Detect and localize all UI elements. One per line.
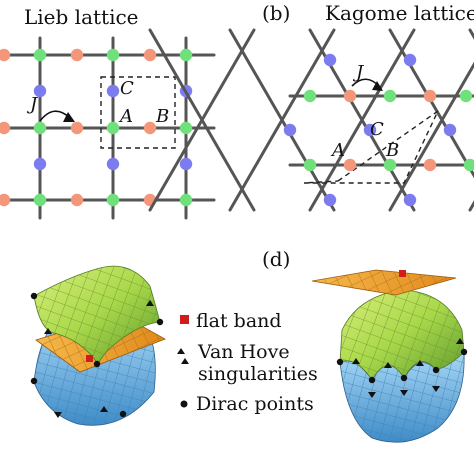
kagome-site [343, 158, 357, 172]
lieb-site-c [106, 157, 120, 171]
kagome-site-c [283, 123, 297, 137]
lieb-site-c [33, 84, 47, 98]
kagome-site-c [323, 53, 337, 67]
lieb-site-b [70, 121, 84, 135]
kagome-flat-band-mesh [312, 270, 456, 295]
kagome-site-c [443, 123, 457, 137]
kagome-flat-band-marker [399, 270, 406, 277]
legend-van-hove-2: singularities [198, 363, 318, 385]
legend-dirac-points: Dirac points [196, 393, 314, 415]
lieb-unit-cell [100, 76, 176, 149]
kagome-site [423, 89, 437, 103]
legend-van-hove: Van Hove [197, 341, 290, 363]
panel-d-letter: (d) [262, 247, 290, 271]
legend-van-hove-icon-down [181, 358, 189, 364]
kagome-bond [228, 28, 336, 212]
kagome-bond [148, 28, 256, 212]
kagome-site [423, 158, 437, 172]
legend-flat-band-icon [180, 315, 189, 324]
panel-kagome-bands: (d) [262, 247, 468, 443]
legend-flat-band: flat band [196, 310, 282, 332]
lieb-arrow-head [63, 112, 75, 122]
kagome-bond [468, 28, 474, 40]
legend-van-hove-icon-up [177, 348, 185, 354]
kagome-unit-cell [303, 108, 440, 184]
legend: flat band Van Hove singularities Dirac p… [177, 310, 318, 415]
kagome-dirac-points [336, 348, 468, 384]
lieb-site-c [106, 84, 120, 98]
lieb-site-c-label: C [120, 78, 134, 99]
kagome-sites [283, 53, 474, 207]
legend-dirac-icon [180, 400, 188, 408]
kagome-site [383, 89, 397, 103]
panel-lieb: Lieb lattice J A B C [0, 5, 216, 220]
kagome-site [303, 158, 317, 172]
lieb-site-a [179, 121, 193, 135]
kagome-site-c [403, 53, 417, 67]
lieb-dirac-points [30, 292, 164, 418]
lieb-site-b [70, 48, 84, 62]
kagome-site [383, 158, 397, 172]
lieb-upper-band-mesh [34, 266, 160, 364]
lieb-site-b [0, 48, 11, 62]
kagome-site [459, 89, 473, 103]
kagome-bond [388, 28, 474, 179]
kagome-bond [308, 28, 416, 212]
lieb-site-b [143, 121, 157, 135]
kagome-site-c-label: C [370, 119, 384, 140]
kagome-site [303, 89, 317, 103]
lieb-site-b [70, 193, 84, 207]
kagome-lower-band-mesh [340, 351, 465, 443]
kagome-bond [468, 200, 474, 212]
lieb-site-b [0, 193, 11, 207]
panel-a-title: Lieb lattice [24, 5, 139, 29]
kagome-van-hove-points [352, 338, 464, 398]
lieb-site-a [179, 48, 193, 62]
lieb-site-a [33, 193, 47, 207]
lieb-site-a [106, 193, 120, 207]
lieb-site-c [179, 157, 193, 171]
lieb-site-a [106, 48, 120, 62]
kagome-site [343, 89, 357, 103]
kagome-hopping-label: J [352, 62, 365, 83]
lieb-site-a-label: A [118, 106, 133, 127]
kagome-site-b-label: B [385, 140, 399, 161]
panel-b-title: Kagome lattice [325, 1, 474, 25]
lieb-site-a [33, 48, 47, 62]
lieb-flat-band-marker [86, 355, 93, 362]
kagome-site-c [403, 193, 417, 207]
panel-kagome: (b) Kagome lattice J A B C [148, 1, 474, 212]
lieb-site-a [179, 193, 193, 207]
lieb-sites [0, 48, 193, 207]
kagome-site-a-label: A [330, 140, 345, 161]
panel-lieb-bands [30, 265, 166, 426]
lieb-site-a [33, 121, 47, 135]
kagome-arrow-head [372, 81, 383, 91]
lieb-site-b [0, 121, 11, 135]
lieb-van-hove-points [44, 300, 154, 418]
kagome-site [463, 158, 474, 172]
panel-b-letter: (b) [262, 1, 290, 25]
lieb-site-b [143, 48, 157, 62]
kagome-site-c [363, 123, 377, 137]
lieb-site-b-label: B [155, 106, 169, 127]
kagome-upper-band-mesh [340, 290, 464, 380]
lieb-site-a [106, 121, 120, 135]
lieb-site-c [33, 157, 47, 171]
kagome-site-c [323, 193, 337, 207]
kagome-bond [388, 61, 474, 212]
lieb-hopping-label: J [26, 94, 39, 115]
